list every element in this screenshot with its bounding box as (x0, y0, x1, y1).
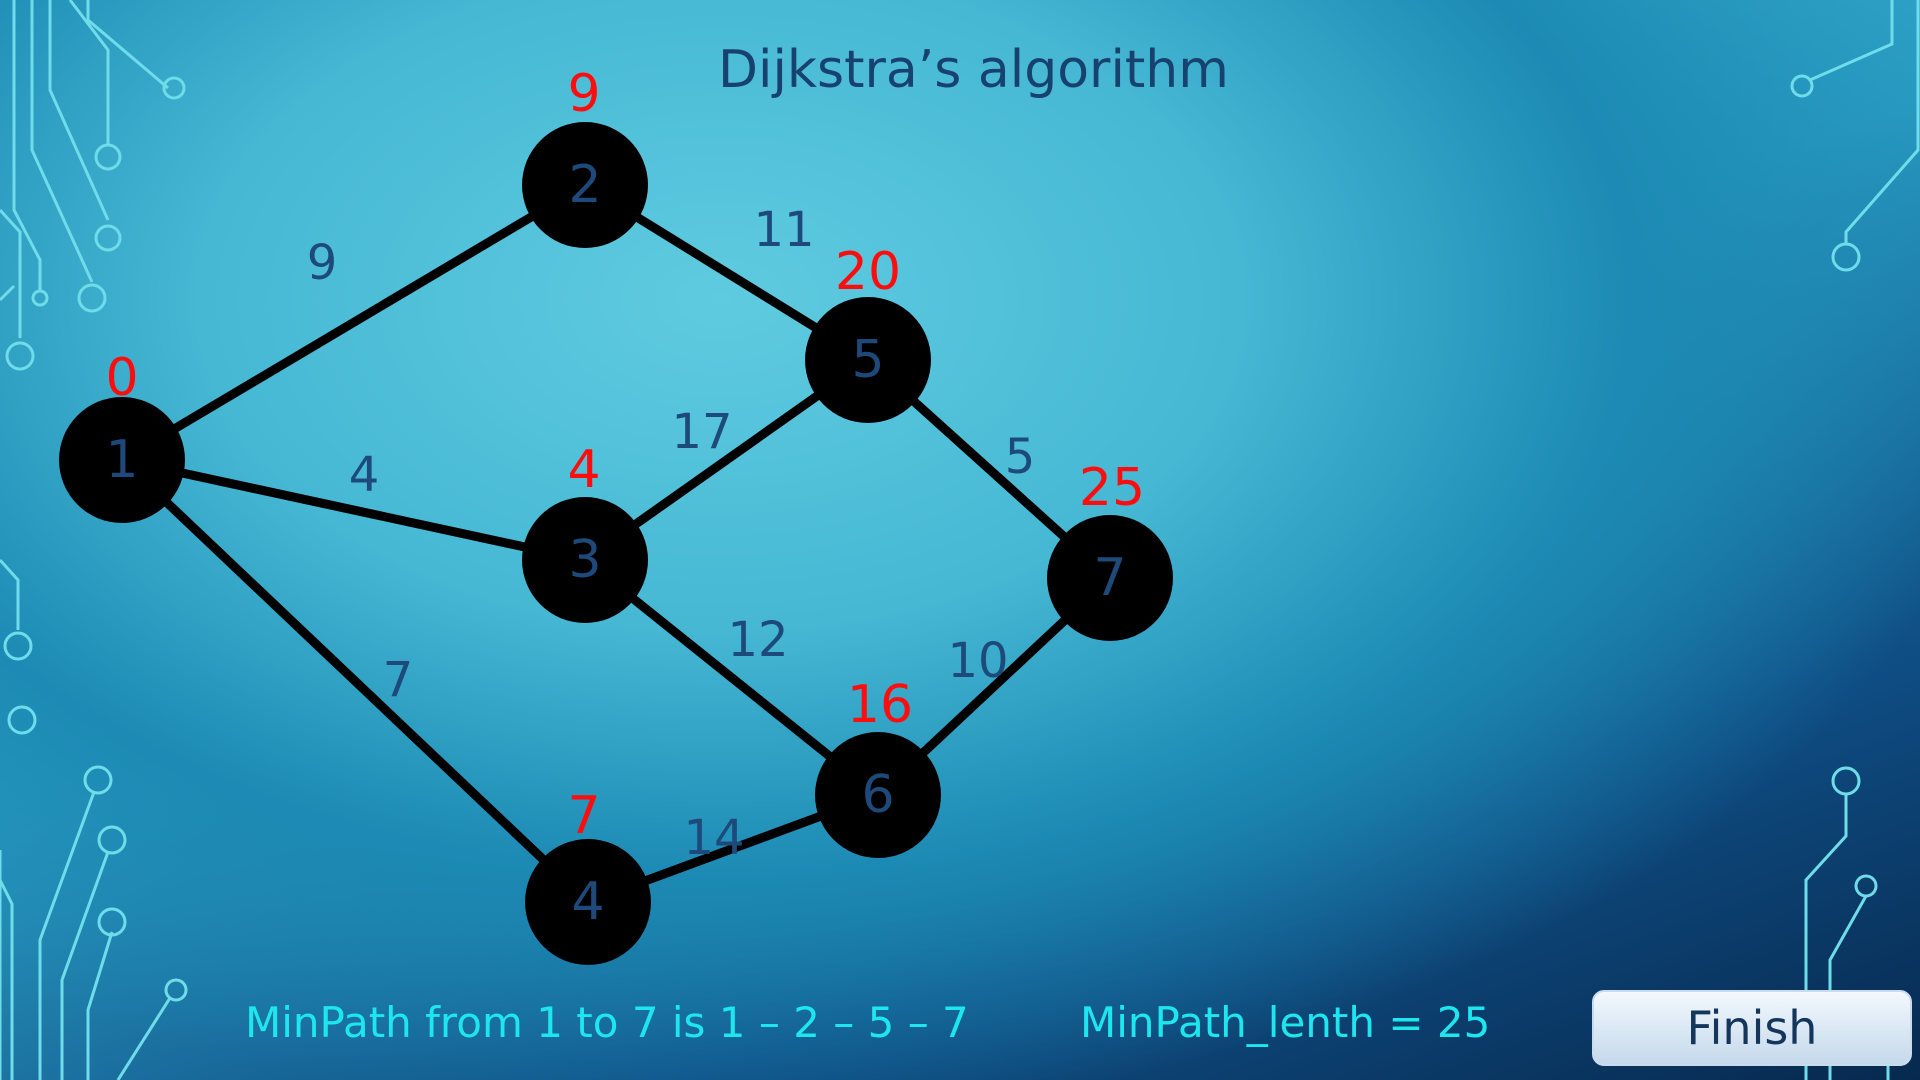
edge-weight-5-7: 5 (1005, 429, 1036, 485)
edge-weight-1-2: 9 (307, 235, 338, 291)
edge-weight-2-5: 11 (753, 202, 814, 258)
node-distance-3: 4 (567, 440, 600, 500)
node-circle (815, 732, 941, 858)
node-4: 4 (525, 839, 651, 965)
node-distance-7: 25 (1079, 458, 1145, 518)
min-path-text: MinPath from 1 to 7 is 1 – 2 – 5 – 7 (245, 998, 969, 1047)
edge-weight-1-4: 7 (383, 652, 414, 708)
edge-weight-1-3: 4 (349, 447, 380, 503)
edge-1-3 (121, 455, 586, 565)
node-circle (522, 122, 648, 248)
edge-1-2 (119, 181, 588, 464)
node-7: 7 (1047, 515, 1173, 641)
node-distance-4: 7 (567, 786, 600, 846)
node-distance-6: 16 (847, 675, 913, 735)
node-distance-1: 0 (105, 348, 138, 408)
edge-1-4 (118, 456, 592, 906)
node-circle (525, 839, 651, 965)
node-label-6: 6 (861, 765, 894, 825)
node-label-4: 4 (571, 872, 604, 932)
edge-weight-4-6: 14 (683, 810, 744, 866)
edge-weight-3-5: 17 (671, 404, 732, 460)
edge-weight-3-6: 12 (727, 612, 788, 668)
node-label-1: 1 (105, 430, 138, 490)
node-label-2: 2 (568, 155, 601, 215)
node-1: 1 (59, 397, 185, 523)
node-label-3: 3 (568, 530, 601, 590)
node-2: 2 (522, 122, 648, 248)
node-circle (522, 497, 648, 623)
node-circle (1047, 515, 1173, 641)
min-path-length-text: MinPath_lenth = 25 (1080, 998, 1491, 1047)
finish-button[interactable]: Finish (1592, 990, 1912, 1066)
node-3: 3 (522, 497, 648, 623)
node-label-7: 7 (1093, 548, 1126, 608)
node-5: 5 (805, 297, 931, 423)
node-distance-5: 20 (835, 242, 901, 302)
node-label-5: 5 (851, 330, 884, 390)
node-circle (59, 397, 185, 523)
node-6: 6 (815, 732, 941, 858)
node-circle (805, 297, 931, 423)
page-title: Dijkstra’s algorithm (718, 40, 1229, 100)
edge-weight-6-7: 10 (947, 633, 1008, 689)
node-distance-2: 9 (567, 64, 600, 124)
